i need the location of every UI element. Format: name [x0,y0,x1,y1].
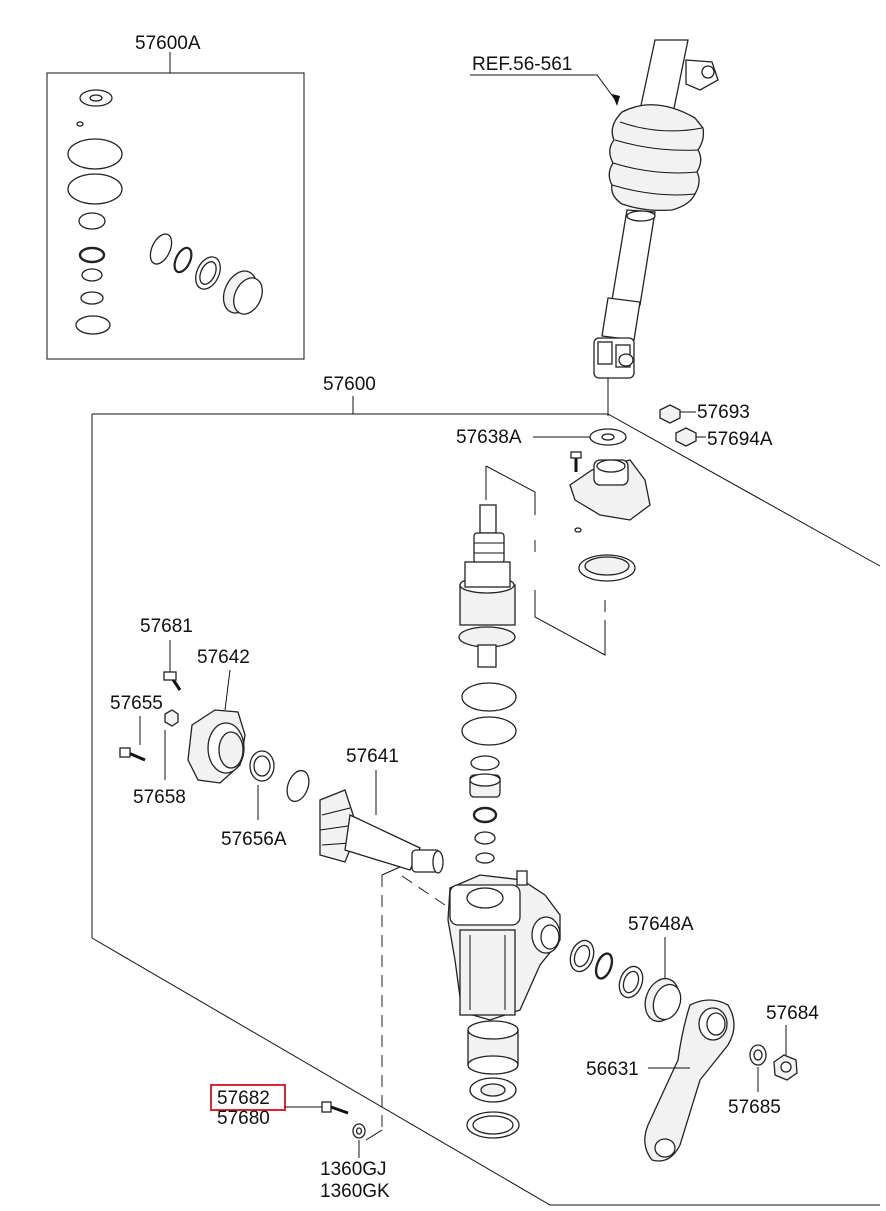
label-57642[interactable]: 57642 [197,647,250,668]
label-57681[interactable]: 57681 [140,616,193,637]
label-57600a[interactable]: 57600A [135,33,201,54]
gear-assembly-box: 57600 [91,374,881,1206]
label-1360gk[interactable]: 1360GK [320,1181,390,1202]
pitman-arm: 56631 57684 57685 [586,999,819,1162]
label-57638a[interactable]: 57638A [456,427,522,448]
label-57693[interactable]: 57693 [697,402,750,423]
label-57682[interactable]: 57682 [217,1088,270,1109]
seal-kit-box: 57600A [46,33,305,360]
highlight-box [210,1084,286,1111]
label-57600[interactable]: 57600 [323,374,376,395]
label-57648a[interactable]: 57648A [628,914,694,935]
label-57658[interactable]: 57658 [133,787,186,808]
label-57685[interactable]: 57685 [728,1097,781,1118]
output-seals: 57648A [569,914,694,1023]
label-ref-56-561[interactable]: REF.56-561 [472,54,572,75]
upper-fasteners: 57693 57694A 57638A [456,402,773,450]
label-57656a[interactable]: 57656A [221,829,287,850]
label-57680[interactable]: 57680 [217,1108,270,1129]
gear-housing [447,870,561,1139]
steering-shaft: REF.56-561 [470,39,719,416]
label-57694a[interactable]: 57694A [707,429,773,450]
valve-housing [458,451,651,864]
mounting-bolt-group: 57682 57680 1360GJ 1360GK [210,866,401,1202]
side-cover-group: 57681 57642 57655 57658 57656A [110,616,310,850]
label-57655[interactable]: 57655 [110,693,163,714]
label-1360gj[interactable]: 1360GJ [320,1159,387,1180]
label-57641[interactable]: 57641 [346,746,399,767]
label-56631[interactable]: 56631 [586,1059,639,1080]
sector-shaft: 57641 [319,746,446,906]
label-57684[interactable]: 57684 [766,1003,819,1024]
